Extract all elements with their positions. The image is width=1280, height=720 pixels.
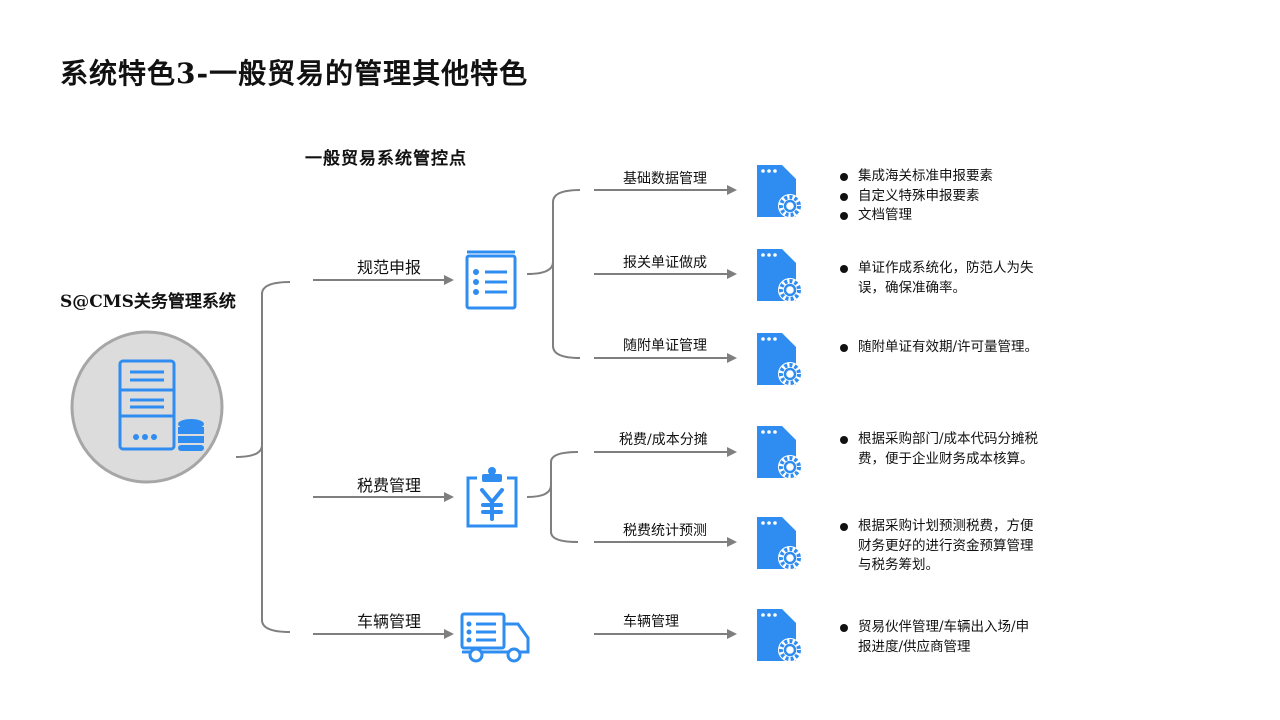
description-tax-allocation: 根据采购部门/成本代码分摊税 费，便于企业财务成本核算。 bbox=[840, 430, 1038, 469]
server-database-icon bbox=[70, 330, 224, 484]
bullet-item: 贸易伙伴管理/车辆出入场/申 bbox=[840, 618, 1029, 638]
truck-icon bbox=[460, 612, 530, 663]
description-customs-docs: 单证作成系统化，防范人为失 误，确保准确率。 bbox=[840, 259, 1034, 298]
diagram-subtitle: 一般贸易系统管控点 bbox=[305, 149, 467, 169]
item-label-customs-docs: 报关单证做成 bbox=[623, 255, 707, 271]
bullet-continuation: 报进度/供应商管理 bbox=[858, 638, 971, 655]
document-gear-icon bbox=[757, 609, 802, 662]
document-gear-icon bbox=[757, 426, 802, 479]
item-icon-4 bbox=[754, 423, 806, 487]
item-icon-2 bbox=[754, 246, 806, 310]
system-name: S@CMS关务管理系统 bbox=[60, 292, 236, 312]
item-label-vehicle: 车辆管理 bbox=[623, 614, 679, 630]
item-label-basic-data: 基础数据管理 bbox=[623, 171, 707, 187]
category-icon-vehicle bbox=[460, 612, 530, 668]
category-icon-declaration bbox=[465, 250, 517, 314]
bullet-item: 集成海关标准申报要素 bbox=[840, 167, 993, 187]
bullet-continuation: 费，便于企业财务成本核算。 bbox=[858, 450, 1034, 467]
item-label-tax-allocation: 税费/成本分摊 bbox=[619, 432, 708, 448]
bullet-item: 根据采购计划预测税费，方便 bbox=[840, 517, 1034, 537]
description-basic-data: 集成海关标准申报要素 自定义特殊申报要素 文档管理 bbox=[840, 167, 993, 226]
bullet-continuation: 误，确保准确率。 bbox=[858, 279, 966, 296]
item-icon-3 bbox=[754, 330, 806, 394]
document-gear-icon bbox=[757, 333, 802, 386]
bullet-item: 根据采购部门/成本代码分摊税 bbox=[840, 430, 1038, 450]
item-label-tax-forecast: 税费统计预测 bbox=[623, 523, 707, 539]
bullet-continuation: 财务更好的进行资金预算管理 bbox=[858, 537, 1034, 554]
bullet-item: 单证作成系统化，防范人为失 bbox=[840, 259, 1034, 279]
category-icon-tax bbox=[465, 466, 519, 534]
bullet-item: 随附单证有效期/许可量管理。 bbox=[840, 338, 1038, 358]
document-gear-icon bbox=[757, 517, 802, 570]
item-label-attached-docs: 随附单证管理 bbox=[623, 338, 707, 354]
system-circle bbox=[70, 330, 224, 488]
item-icon-6 bbox=[754, 606, 806, 670]
item-icon-1 bbox=[754, 162, 806, 226]
document-gear-icon bbox=[757, 249, 802, 302]
description-tax-forecast: 根据采购计划预测税费，方便 财务更好的进行资金预算管理 与税务筹划。 bbox=[840, 517, 1034, 576]
category-label-vehicle: 车辆管理 bbox=[357, 612, 422, 631]
bullet-item: 文档管理 bbox=[840, 206, 993, 226]
category-label-tax: 税费管理 bbox=[357, 476, 422, 495]
category-label-declaration: 规范申报 bbox=[357, 258, 422, 277]
bullet-item: 自定义特殊申报要素 bbox=[840, 187, 993, 207]
description-vehicle: 贸易伙伴管理/车辆出入场/申 报进度/供应商管理 bbox=[840, 618, 1029, 657]
page-title: 系统特色3-一般贸易的管理其他特色 bbox=[60, 57, 529, 90]
bullet-continuation: 与税务筹划。 bbox=[858, 557, 939, 573]
description-attached-docs: 随附单证有效期/许可量管理。 bbox=[840, 338, 1038, 358]
item-icon-5 bbox=[754, 514, 806, 578]
document-gear-icon bbox=[757, 165, 802, 218]
list-document-icon bbox=[465, 250, 517, 310]
yen-clipboard-icon bbox=[466, 467, 518, 528]
